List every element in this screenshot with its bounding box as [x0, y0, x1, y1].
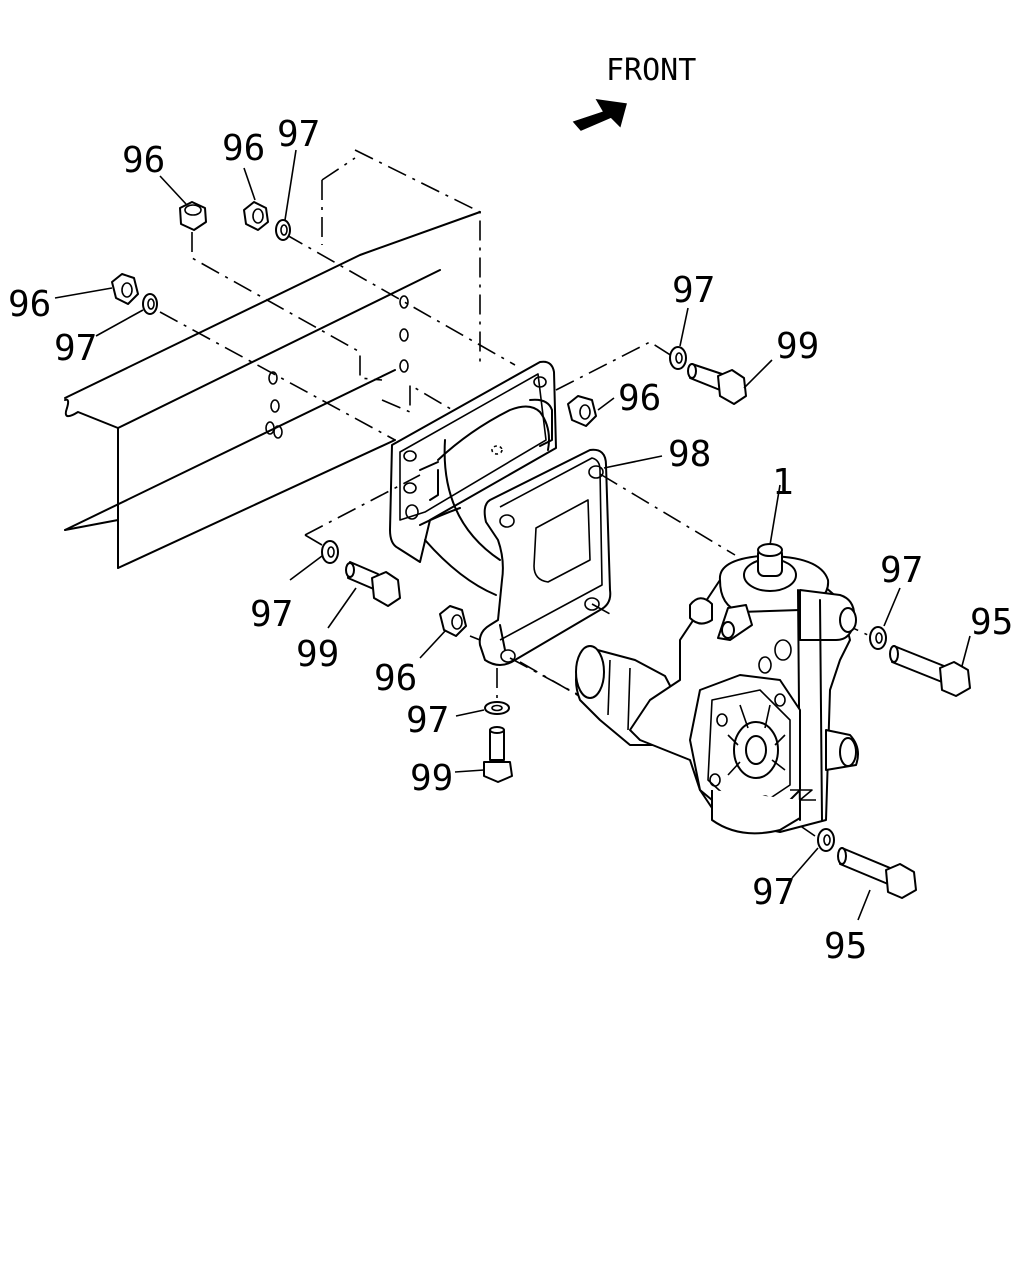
leader-lines [54, 149, 971, 921]
bolt-lower-mid [483, 726, 513, 783]
label-nut-top-mid: 96 [222, 128, 265, 169]
label-nut-top-left: 96 [122, 140, 165, 181]
label-washer-right-top: 97 [672, 270, 715, 311]
bolt-right-top [687, 363, 747, 405]
nut-top-left [179, 201, 207, 231]
label-washer-left: 97 [54, 328, 97, 369]
label-bolt-lower-mid: 99 [410, 758, 453, 799]
label-washer-lower-left: 97 [250, 594, 293, 635]
washer-top-mid [275, 219, 291, 241]
label-bolt-right-top: 99 [776, 326, 819, 367]
assembly-lines-top [159, 232, 516, 441]
bolt-gear-right [889, 645, 971, 697]
nut-lower-mid [439, 605, 467, 637]
washer-right-top [669, 346, 687, 370]
label-bracket: 98 [668, 434, 711, 475]
steering-gear-box [575, 543, 859, 835]
nut-bracket-top [567, 395, 597, 427]
nut-top-mid [243, 201, 269, 231]
label-gear-box: 1 [772, 462, 794, 503]
bolt-lower-left [345, 561, 401, 607]
washer-gear-bottom [817, 828, 835, 852]
label-nut-bracket-top: 96 [618, 378, 661, 419]
label-bolt-gear-bottom: 95 [824, 926, 867, 967]
washer-lower-left [321, 540, 339, 564]
label-washer-top-mid: 97 [277, 114, 320, 155]
washer-gear-right [869, 626, 887, 650]
nut-left [111, 273, 139, 305]
label-bolt-lower-left: 99 [296, 634, 339, 675]
label-washer-lower-mid: 97 [406, 700, 449, 741]
frame-rail [64, 149, 481, 569]
mounting-plate [389, 360, 557, 596]
washer-left [142, 293, 158, 315]
front-label: FRONT [606, 53, 696, 88]
washer-lower-mid [484, 701, 510, 715]
label-washer-gear-bottom: 97 [752, 872, 795, 913]
label-washer-gear-right: 97 [880, 550, 923, 591]
bolt-gear-bottom [837, 847, 917, 899]
bracket-98 [478, 448, 612, 666]
front-arrow-icon [572, 99, 627, 131]
label-nut-left: 96 [8, 284, 51, 325]
label-nut-lower-mid: 96 [374, 658, 417, 699]
label-bolt-gear-right: 95 [970, 602, 1013, 643]
